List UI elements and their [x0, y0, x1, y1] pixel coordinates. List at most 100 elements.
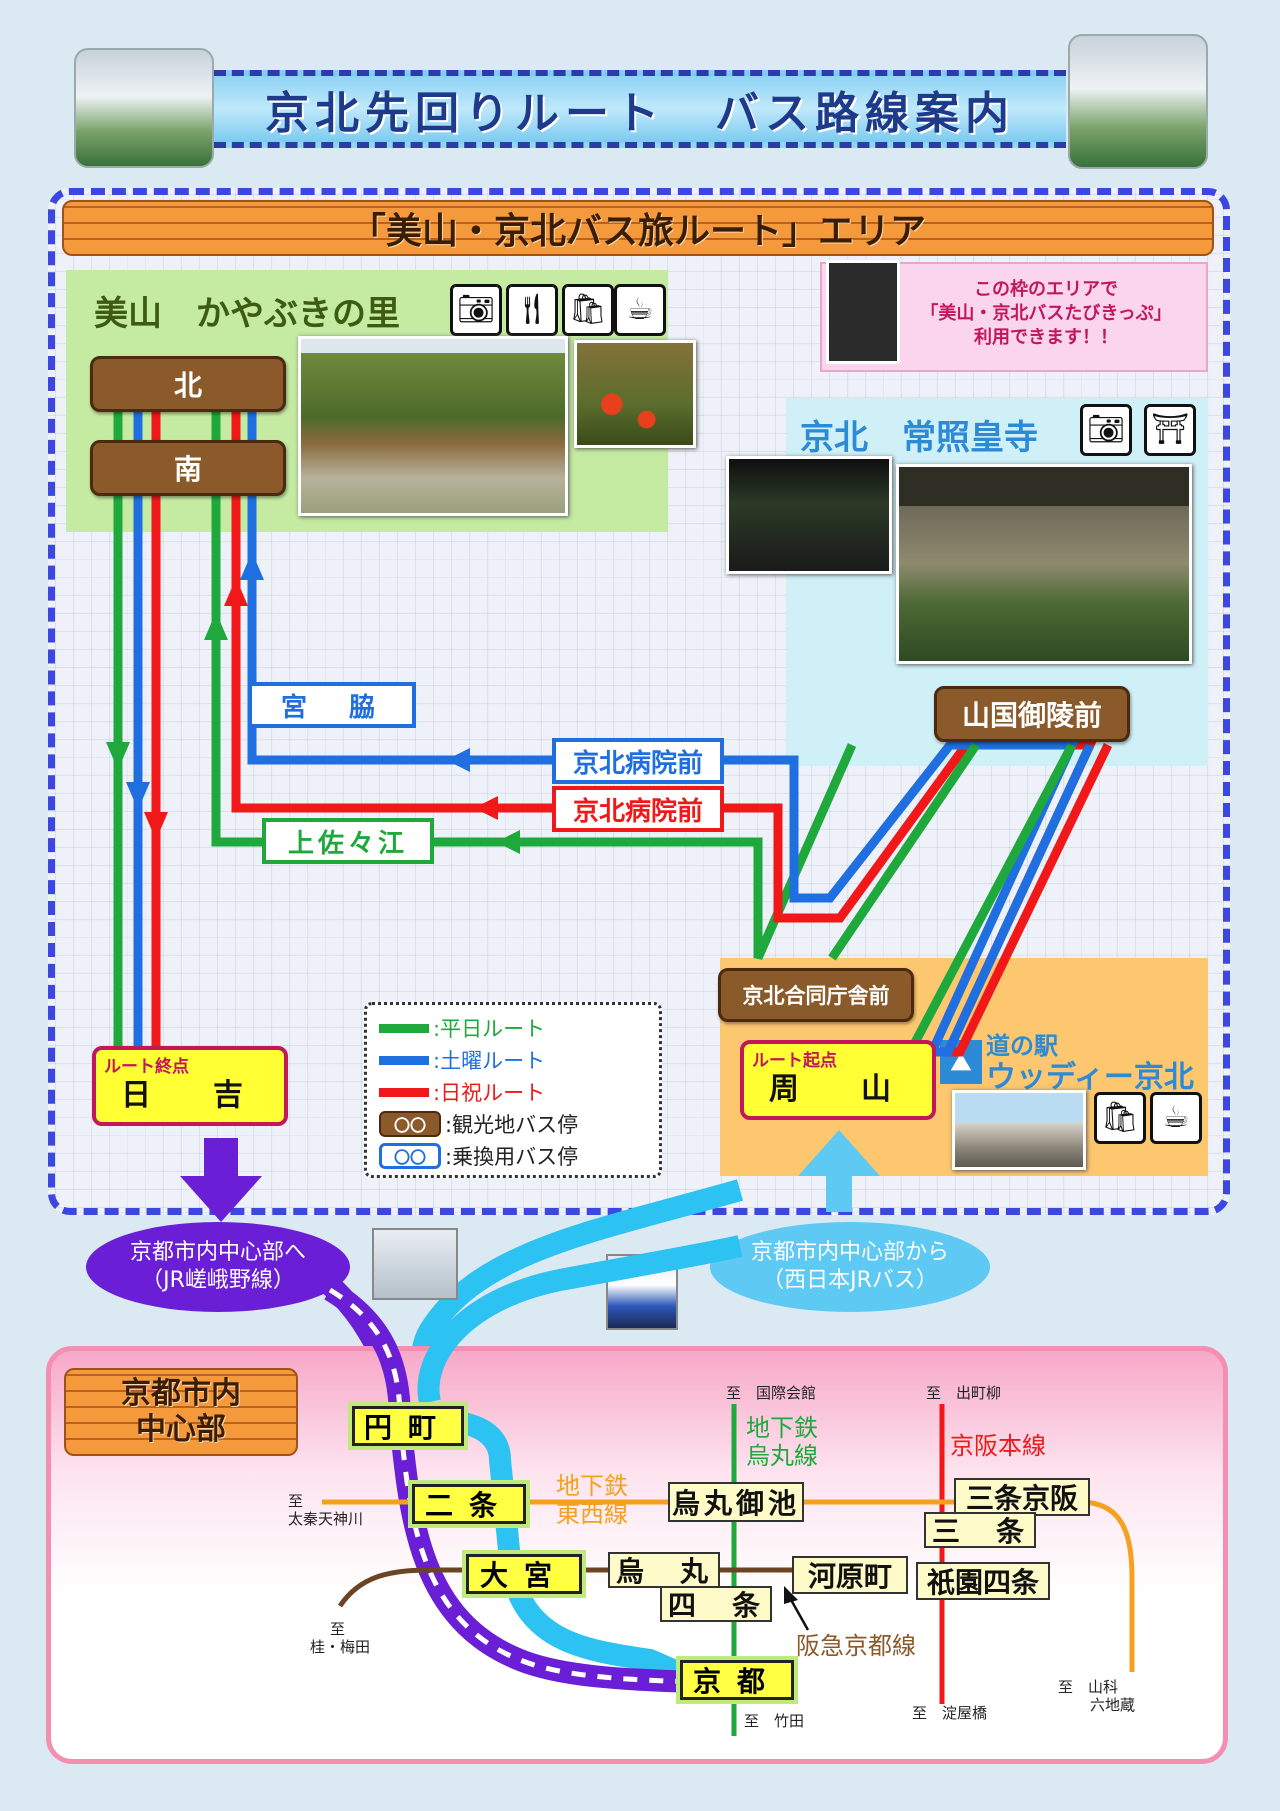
weekday-route-from-shuzan	[906, 742, 1076, 1055]
city-title-line-1: 京都市内	[121, 1376, 241, 1411]
city-title-line-2: 中心部	[136, 1412, 226, 1447]
station-omiya: 大宮	[466, 1554, 582, 1594]
dir-rokujizo: 六地蔵	[1090, 1696, 1136, 1714]
to-city-line-2: （JR嵯峨野線）	[141, 1268, 295, 1293]
weekday-route-up	[211, 412, 857, 960]
label-hankyu: 阪急京都線	[796, 1632, 916, 1660]
station-nijo: 二条	[412, 1484, 526, 1524]
station-sanjo-keihan: 三条京阪	[954, 1478, 1090, 1516]
kayabuki-village-photo	[298, 336, 568, 516]
kyoto-city-center-title: 京都市内 中心部	[64, 1368, 298, 1456]
station-karasuma-oike: 烏丸御池	[668, 1482, 804, 1522]
station-kyoto: 京都	[680, 1660, 794, 1700]
cafe-icon: ☕︎	[1150, 1092, 1202, 1144]
stop-keihoku-hospital-saturday: 京北病院前	[552, 738, 724, 784]
camera-icon: 📷︎	[1080, 404, 1132, 456]
arrow-saturday-up	[240, 552, 264, 580]
from-city-line-2: （西日本JRバス）	[762, 1268, 938, 1293]
bus-photo-left	[74, 48, 214, 168]
label-subway-tozai-1: 地下鉄	[556, 1472, 628, 1500]
tabikippu-ticket-image	[826, 260, 900, 364]
stop-miyawaki: 宮 脇	[248, 682, 416, 728]
shopping-icon: 🛍︎	[562, 284, 614, 336]
stop-keihoku-government-office: 京北合同庁舎前	[718, 968, 914, 1022]
arrow-saturday-down	[126, 782, 150, 810]
legend-weekday: :平日ルート	[379, 1013, 545, 1043]
note-line-1: この枠のエリアで	[974, 279, 1118, 300]
dir-yodoyabashi: 至 淀屋橋	[912, 1704, 988, 1722]
label-subway-tozai-2: 東西線	[556, 1500, 628, 1528]
hankyu-pointer-head	[784, 1586, 798, 1604]
hiyoshi-name: 日 吉	[121, 1078, 259, 1113]
hankyu-line	[337, 1567, 880, 1608]
cafe-icon: ☕︎	[614, 284, 666, 336]
note-line-3: 利用できます！！	[974, 327, 1118, 348]
from-city-arrow	[798, 1130, 880, 1212]
legend-saturday-swatch	[379, 1055, 429, 1065]
station-shijo: 四 条	[660, 1586, 772, 1622]
jyoshoko-title: 京北 常照皇寺	[800, 418, 1038, 458]
dir-takeda: 至 竹田	[744, 1712, 805, 1730]
label-subway-karasuma: 地下鉄 烏丸線	[746, 1414, 818, 1470]
stop-keihoku-hospital-holiday: 京北病院前	[552, 786, 724, 832]
michinoeki-name: ウッディー京北	[986, 1060, 1194, 1095]
from-city-line-1: 京都市内中心部から	[750, 1240, 949, 1265]
area-banner: 「美山・京北バス旅ルート」エリア	[62, 200, 1214, 256]
flower-photo	[574, 340, 696, 448]
dir-yamashina: 至 山科	[1058, 1678, 1119, 1696]
page-title: 京北先回りルート バス路線案内	[214, 70, 1066, 148]
stop-miyama-north: 北	[90, 356, 286, 412]
bus-photo-right	[1068, 34, 1208, 169]
to-city-ellipse: 京都市内中心部へ （JR嵯峨野線）	[86, 1222, 350, 1312]
temple-icon: ⛩︎	[1144, 404, 1196, 456]
endpoint-hiyoshi: ルート終点 日 吉	[92, 1046, 288, 1126]
arrow-holiday-left	[474, 796, 498, 820]
station-karasuma: 烏 丸	[608, 1552, 720, 1588]
to-city-line-1: 京都市内中心部へ	[129, 1240, 306, 1265]
legend-tourist-stop: 〇〇:観光地バス停	[379, 1109, 578, 1139]
legend-holiday-swatch	[379, 1087, 429, 1097]
endpoint-shuzan: ルート起点 周 山	[740, 1040, 936, 1120]
legend-holiday: :日祝ルート	[379, 1077, 545, 1107]
from-city-ellipse: 京都市内中心部から （西日本JRバス）	[710, 1222, 990, 1312]
station-enmachi: 円町	[352, 1406, 464, 1446]
dir-uzumasa-2: 太秦天神川	[288, 1510, 364, 1528]
legend-transfer-stop: 〇〇:乗換用バス停	[379, 1141, 578, 1171]
dir-katsura-2: 桂・梅田	[310, 1638, 371, 1656]
route-end-label: ルート終点	[104, 1057, 189, 1077]
dir-demachi: 至 出町柳	[926, 1384, 1002, 1402]
hankyu-pointer	[788, 1597, 810, 1631]
legend-tourist-chip: 〇〇	[379, 1111, 441, 1137]
station-gion-shijo: 祇園四条	[916, 1562, 1050, 1600]
camera-icon: 📷︎	[450, 284, 502, 336]
station-sanjo: 三 条	[924, 1512, 1036, 1548]
dir-kokusai: 至 国際会館	[726, 1384, 817, 1402]
note-line-2: 「美山・京北バスたびきっぷ」	[920, 303, 1172, 324]
jr-sagano-line-dash	[328, 1287, 701, 1685]
label-subway-tozai: 地下鉄 東西線	[556, 1472, 628, 1528]
miyama-title: 美山 かやぶきの里	[94, 294, 400, 334]
legend-transfer-chip: 〇〇	[379, 1143, 441, 1169]
shopping-icon: 🛍︎	[1094, 1092, 1146, 1144]
restaurant-icon: 🍴︎	[506, 284, 558, 336]
arrow-holiday-up	[224, 578, 248, 606]
dir-uzumasa-1: 至	[288, 1492, 304, 1510]
stop-miyama-south: 南	[90, 440, 286, 496]
legend-weekday-swatch	[379, 1023, 429, 1033]
michinoeki-label: 道の駅	[986, 1032, 1058, 1060]
legend: :平日ルート :土曜ルート :日祝ルート 〇〇:観光地バス停 〇〇:乗換用バス停	[364, 1002, 662, 1178]
arrow-weekday-left	[496, 830, 520, 854]
jr-train-photo	[372, 1228, 458, 1300]
holiday-route-up	[231, 412, 1113, 1057]
jyoshoko-temple-photo	[896, 464, 1192, 664]
legend-saturday: :土曜ルート	[379, 1045, 545, 1075]
stop-yamaguni-goryomae: 山国御陵前	[934, 686, 1130, 742]
michinoeki-photo	[952, 1090, 1086, 1170]
label-keihan: 京阪本線	[950, 1432, 1046, 1460]
station-kawaramachi: 河原町	[792, 1556, 908, 1594]
to-city-arrow	[180, 1138, 262, 1222]
label-subway-karasuma-1: 地下鉄	[746, 1414, 818, 1442]
label-subway-karasuma-2: 烏丸線	[746, 1442, 818, 1470]
